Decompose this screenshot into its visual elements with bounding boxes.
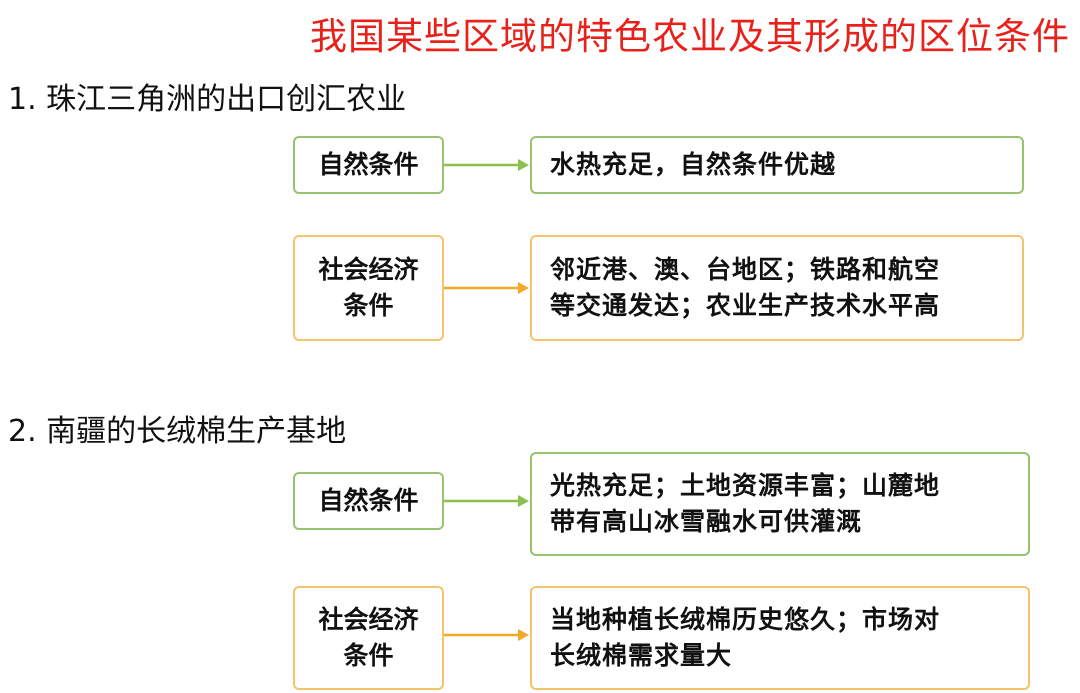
arrow-right-icon [444,282,529,294]
arrow-right-icon [444,495,529,507]
section-2-title: 2. 南疆的长绒棉生产基地 [8,414,347,449]
section-1-social-text-line1: 邻近港、澳、台地区；铁路和航空 [550,255,941,284]
section-1-natural-text: 水热充足，自然条件优越 [550,150,837,179]
section-2-social-text-box: 当地种植长绒棉历史悠久；市场对 长绒棉需求量大 [530,586,1030,690]
section-2-social-label-line1: 社会经济 [318,605,419,634]
section-1-natural-text-box: 水热充足，自然条件优越 [530,136,1024,194]
section-2-natural-label-box: 自然条件 [293,472,444,530]
section-1-natural-arrow [444,155,530,175]
section-2-social-label-line2: 条件 [343,641,394,670]
section-1-natural-label-box: 自然条件 [293,136,444,194]
section-1-social-arrow [444,278,530,298]
section-2-social-label-box: 社会经济 条件 [293,586,444,690]
arrow-right-icon [444,159,529,171]
section-1-social-label-line2: 条件 [343,291,394,320]
page-title: 我国某些区域的特色农业及其形成的区位条件 [310,15,1070,58]
section-2-natural-arrow [444,491,530,511]
section-1-natural-label: 自然条件 [318,150,419,179]
section-2-social-text-line1: 当地种植长绒棉历史悠久；市场对 [550,605,941,634]
section-1-social-label-line1: 社会经济 [318,255,419,284]
section-2-natural-text-line2: 带有高山冰雪融水可供灌溉 [550,507,863,536]
arrow-right-icon [444,629,529,641]
section-2-natural-label: 自然条件 [318,486,419,515]
section-2-natural-text-line1: 光热充足；土地资源丰富；山麓地 [550,471,941,500]
section-2-social-arrow [444,625,530,645]
section-1-social-text-box: 邻近港、澳、台地区；铁路和航空 等交通发达；农业生产技术水平高 [530,235,1024,341]
section-1-social-label-box: 社会经济 条件 [293,235,444,341]
section-2-social-text-line2: 长绒棉需求量大 [550,641,733,670]
section-2-natural-text-box: 光热充足；土地资源丰富；山麓地 带有高山冰雪融水可供灌溉 [530,452,1030,556]
section-1-title: 1. 珠江三角洲的出口创汇农业 [8,82,407,117]
section-1-social-text-line2: 等交通发达；农业生产技术水平高 [550,291,941,320]
